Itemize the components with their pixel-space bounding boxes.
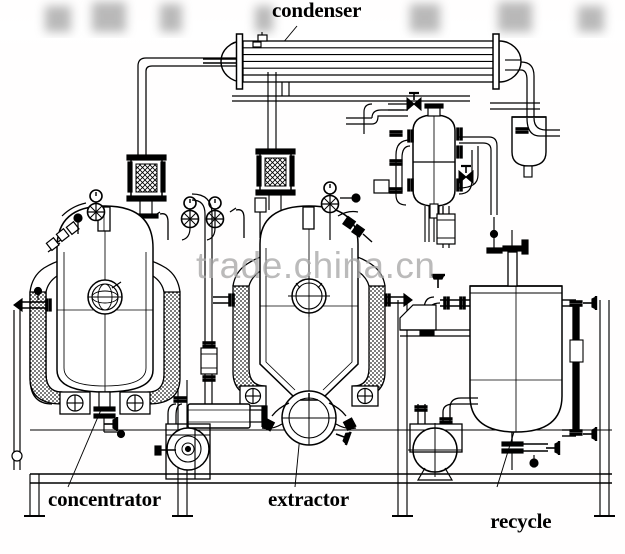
extractor-vessel — [213, 205, 413, 447]
auxiliary-receiver — [490, 102, 547, 178]
condenser-unit — [203, 32, 522, 102]
label-concentrator: concentrator — [48, 487, 162, 511]
concentrator-discharge — [93, 391, 126, 439]
label-extractor: extractor — [268, 487, 349, 511]
recycle-drain — [501, 432, 561, 470]
concentrator-legs — [59, 391, 151, 415]
feed-pump — [154, 396, 268, 480]
condenser-inlet-pipe — [137, 57, 236, 200]
level-gauge — [562, 294, 598, 443]
concentrator-vessel — [13, 189, 181, 439]
filter-left — [126, 154, 167, 219]
concentrator-side-nozzle — [13, 286, 52, 313]
condenser-drop-pipe — [267, 72, 277, 152]
transfer-pump — [408, 397, 478, 481]
upper-right-piping — [346, 91, 503, 254]
gauge-cluster-center — [153, 196, 245, 241]
misc-fittings — [254, 181, 361, 240]
receiver-vessel — [407, 103, 463, 242]
top-right-pipe — [515, 117, 560, 137]
filter-right — [255, 148, 296, 210]
riser-pipes — [191, 193, 218, 404]
condenser-outlet-pipe — [505, 59, 535, 118]
recycle-tank — [399, 230, 598, 470]
label-recycle-tank: recycle tank — [470, 489, 551, 554]
label-condenser: condenser — [272, 0, 362, 22]
left-riser — [11, 310, 23, 470]
label-recycle-line1: recycle — [490, 508, 552, 533]
right-riser — [436, 206, 456, 248]
